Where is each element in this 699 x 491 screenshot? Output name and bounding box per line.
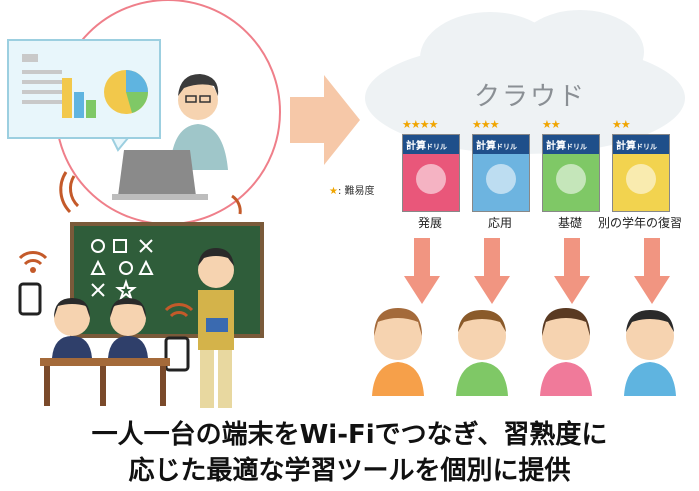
laptop-icon bbox=[118, 150, 196, 196]
drill-book: 計算ドリル bbox=[472, 134, 530, 212]
book-icon bbox=[206, 318, 228, 332]
teacher-scene bbox=[7, 0, 281, 225]
legend-text: : 難易度 bbox=[337, 186, 375, 197]
bar-icon bbox=[62, 78, 72, 118]
drill-cover-title: 計算 bbox=[406, 141, 426, 152]
student-4 bbox=[624, 310, 676, 396]
drill-stars: ★★★ bbox=[472, 118, 500, 131]
star-icon: ★ bbox=[329, 186, 338, 197]
drill-cover-art-icon bbox=[416, 164, 446, 194]
students-row bbox=[372, 308, 676, 396]
drill-cover-art-icon bbox=[556, 164, 586, 194]
drill-stars: ★★ bbox=[612, 118, 631, 131]
drill-book: 計算ドリル bbox=[612, 134, 670, 212]
right-arrow-icon bbox=[290, 75, 360, 165]
student-1 bbox=[372, 308, 424, 396]
drill-label: 基礎 bbox=[557, 216, 582, 230]
drill-cover-title: 計算 bbox=[546, 141, 566, 152]
wifi-icon-2 bbox=[164, 303, 194, 318]
drill-cover-sub: ドリル bbox=[496, 143, 517, 151]
drill-cover-sub: ドリル bbox=[636, 143, 657, 151]
drill-label: 別の学年の復習 bbox=[597, 216, 682, 230]
cloud-shape bbox=[365, 10, 685, 154]
drill-cover-title: 計算 bbox=[616, 141, 636, 152]
drill-label: 発展 bbox=[417, 216, 442, 230]
caption-line-2: 応じた最適な学習ツールを個別に提供 bbox=[128, 456, 571, 486]
drill-cover-sub: ドリル bbox=[566, 143, 587, 151]
drill-label: 応用 bbox=[487, 216, 512, 230]
drill-book: 計算ドリル bbox=[542, 134, 600, 212]
drill-cover-title: 計算 bbox=[476, 141, 496, 152]
drill-book: 計算ドリル bbox=[402, 134, 460, 212]
drill-stars: ★★★★ bbox=[402, 118, 438, 131]
drill-cover-art-icon bbox=[626, 164, 656, 194]
drill-cover-art-icon bbox=[486, 164, 516, 194]
drill-stars: ★★ bbox=[542, 118, 561, 131]
tablet-icon-2 bbox=[164, 336, 190, 372]
difficulty-legend: ★: 難易度 bbox=[329, 182, 375, 197]
classroom-scene bbox=[18, 222, 264, 408]
student-2 bbox=[456, 310, 508, 396]
drill-cover-sub: ドリル bbox=[426, 143, 447, 151]
student-3 bbox=[540, 308, 592, 396]
tablet-icon bbox=[18, 282, 42, 316]
cloud-label: クラウド bbox=[473, 82, 586, 112]
wifi-icon bbox=[18, 251, 48, 266]
caption-line-1: 一人一台の端末をWi-Fiでつなぎ、習熟度に bbox=[91, 420, 608, 450]
teacher-head bbox=[178, 80, 218, 120]
down-arrows bbox=[404, 238, 670, 304]
